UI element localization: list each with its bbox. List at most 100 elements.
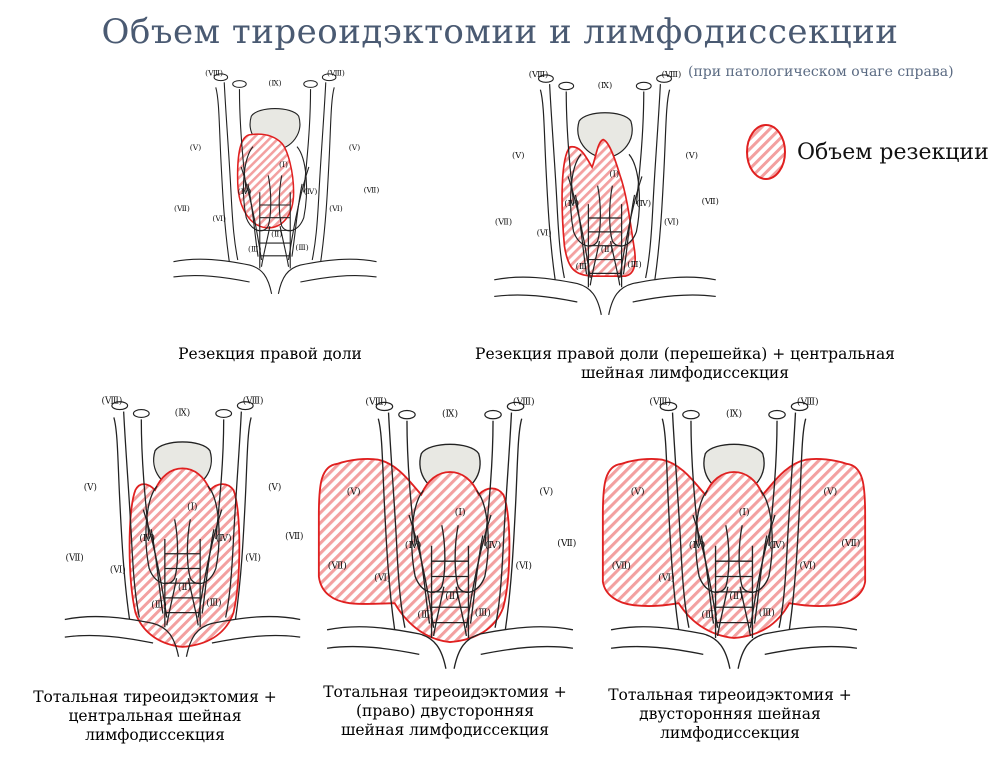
zone-label: (Ⅳ) bbox=[216, 533, 232, 544]
zone-label: (Ⅴ) bbox=[686, 150, 698, 160]
vessel-cap bbox=[506, 401, 525, 412]
zone-label: (Ⅴ) bbox=[347, 487, 361, 498]
diagram-total-right-lateral: (Ⅷ)(Ⅸ)(Ⅷ)(Ⅴ)(Ⅴ)(Ⅰ)(Ⅳ)(Ⅳ)(Ⅶ)(Ⅶ)(Ⅵ)(Ⅵ)(Ⅱ)(… bbox=[317, 396, 576, 669]
zone-label: (Ⅶ) bbox=[364, 185, 380, 194]
resection-area bbox=[317, 457, 511, 644]
zone-label: (Ⅲ) bbox=[701, 610, 717, 621]
vessel-cap bbox=[321, 73, 337, 82]
zone-label: (Ⅴ) bbox=[268, 482, 281, 493]
caption-total-right-lateral: Тотальная тиреоидэктомия + (право) двуст… bbox=[310, 683, 580, 740]
caption-total-bilateral: Тотальная тиреоидэктомия + двусторонняя … bbox=[595, 686, 865, 743]
anatomy-line bbox=[589, 240, 621, 286]
zone-label: (Ⅸ) bbox=[726, 409, 742, 420]
anatomy-line bbox=[716, 586, 752, 637]
anatomy-line bbox=[278, 146, 308, 232]
zone-label: (Ⅳ) bbox=[405, 540, 421, 551]
zone-label: (Ⅵ) bbox=[212, 214, 226, 223]
zone-label: (Ⅵ) bbox=[374, 573, 390, 584]
anatomy-line bbox=[610, 645, 858, 656]
vessel-cap bbox=[659, 401, 678, 412]
anatomy-line bbox=[247, 183, 303, 257]
zone-label: (Ⅲ) bbox=[576, 261, 590, 271]
zone-label: (Ⅴ) bbox=[84, 482, 97, 493]
anatomy-line bbox=[610, 626, 858, 669]
vessel-cap bbox=[132, 408, 150, 419]
zone-label: (Ⅰ) bbox=[455, 507, 466, 518]
zone-label: (Ⅸ) bbox=[598, 80, 612, 90]
anatomy-line bbox=[661, 418, 680, 630]
vessel-cap bbox=[232, 80, 247, 88]
zone-label: (Ⅵ) bbox=[516, 560, 532, 571]
zone-label: (Ⅶ) bbox=[495, 216, 512, 226]
anatomy-line bbox=[416, 535, 484, 624]
anatomy-line bbox=[788, 418, 807, 630]
caption-line: двусторонняя шейная bbox=[639, 705, 821, 723]
zone-label: (Ⅳ) bbox=[564, 198, 579, 208]
zone-label: (Ⅴ) bbox=[512, 150, 524, 160]
zone-label: (Ⅳ) bbox=[769, 540, 785, 551]
zone-label: (Ⅷ) bbox=[365, 396, 387, 407]
zone-label: (Ⅶ) bbox=[702, 196, 719, 206]
anatomy-line bbox=[64, 634, 301, 644]
anatomy-line bbox=[387, 412, 406, 628]
anatomy-line bbox=[326, 626, 574, 669]
caption-line: Резекция правой доли (перешейка) + центр… bbox=[475, 345, 895, 363]
zone-label: (Ⅷ) bbox=[327, 69, 345, 78]
legend-label: Объем резекции bbox=[797, 139, 989, 165]
zone-label: (Ⅳ) bbox=[238, 187, 252, 196]
zone-label: (Ⅸ) bbox=[175, 407, 190, 418]
zone-label: (Ⅱ) bbox=[271, 229, 282, 238]
anatomy-line bbox=[635, 91, 645, 205]
neck-anatomy: (Ⅷ)(Ⅸ)(Ⅷ)(Ⅴ)(Ⅴ)(Ⅰ)(Ⅳ)(Ⅳ)(Ⅶ)(Ⅶ)(Ⅵ)(Ⅵ)(Ⅱ)(… bbox=[173, 69, 379, 294]
zone-label: (Ⅷ) bbox=[102, 396, 123, 407]
page-subtitle: (при патологическом очаге справа) bbox=[688, 64, 954, 80]
zone-label: (Ⅵ) bbox=[658, 573, 674, 584]
zone-label: (Ⅶ) bbox=[285, 531, 303, 542]
caption-line: центральная шейная bbox=[68, 707, 242, 725]
vessel-cap bbox=[303, 80, 318, 88]
legend: Объем резекции bbox=[745, 122, 989, 182]
vessel-cap bbox=[656, 74, 673, 83]
diagram-right-lobe-central: (Ⅷ)(Ⅸ)(Ⅷ)(Ⅴ)(Ⅴ)(Ⅰ)(Ⅳ)(Ⅳ)(Ⅶ)(Ⅶ)(Ⅵ)(Ⅵ)(Ⅱ)(… bbox=[494, 69, 719, 316]
caption-right-lobe-central: Резекция правой доли (перешейка) + центр… bbox=[440, 345, 930, 383]
anatomy-line bbox=[494, 412, 513, 628]
neck-anatomy: (Ⅷ)(Ⅸ)(Ⅷ)(Ⅴ)(Ⅴ)(Ⅰ)(Ⅳ)(Ⅳ)(Ⅶ)(Ⅶ)(Ⅵ)(Ⅵ)(Ⅱ)(… bbox=[494, 69, 719, 316]
caption-line: (право) двусторонняя bbox=[355, 702, 535, 720]
zone-label: (Ⅷ) bbox=[529, 69, 549, 79]
zone-label: (Ⅶ) bbox=[557, 538, 576, 549]
anatomy-line bbox=[223, 82, 239, 261]
zone-label: (Ⅱ) bbox=[729, 591, 742, 602]
neck-anatomy: (Ⅷ)(Ⅸ)(Ⅷ)(Ⅴ)(Ⅴ)(Ⅰ)(Ⅳ)(Ⅳ)(Ⅶ)(Ⅶ)(Ⅵ)(Ⅵ)(Ⅱ)(… bbox=[317, 396, 576, 669]
resection-area bbox=[128, 467, 241, 648]
zone-label: (Ⅳ) bbox=[139, 533, 155, 544]
anatomy-line bbox=[645, 84, 661, 279]
caption-line: лимфодиссекция bbox=[660, 724, 800, 742]
anatomy-line bbox=[64, 615, 301, 657]
caption-line: Резекция правой доли bbox=[178, 345, 362, 363]
anatomy-line bbox=[778, 412, 797, 628]
vessel-cap bbox=[111, 401, 129, 411]
zone-label: (Ⅷ) bbox=[243, 396, 264, 407]
zone-label: (Ⅱ) bbox=[445, 591, 458, 602]
zone-label: (Ⅲ) bbox=[417, 610, 433, 621]
page-title: Объем тиреоидэктомии и лимфодиссекции bbox=[101, 12, 899, 52]
zone-label: (Ⅵ) bbox=[245, 553, 261, 564]
diagram-total-bilateral: (Ⅷ)(Ⅸ)(Ⅷ)(Ⅴ)(Ⅴ)(Ⅰ)(Ⅳ)(Ⅳ)(Ⅶ)(Ⅶ)(Ⅵ)(Ⅵ)(Ⅱ)(… bbox=[601, 396, 867, 669]
anatomy-line bbox=[431, 560, 469, 624]
zone-label: (Ⅴ) bbox=[190, 143, 201, 152]
vessel-cap bbox=[537, 74, 554, 83]
vessel-cap bbox=[236, 401, 254, 411]
anatomy-line bbox=[113, 417, 131, 620]
zone-label: (Ⅳ) bbox=[485, 540, 501, 551]
vessel-cap bbox=[768, 409, 786, 420]
vessel-cap bbox=[215, 408, 233, 419]
anatomy-line bbox=[326, 645, 574, 656]
zone-label: (Ⅴ) bbox=[539, 487, 553, 498]
legend-swatch bbox=[746, 124, 786, 180]
zone-label: (Ⅵ) bbox=[329, 204, 343, 213]
anatomy-line bbox=[320, 87, 335, 262]
zone-label: (Ⅶ) bbox=[174, 204, 190, 213]
zone-label: (Ⅶ) bbox=[65, 553, 83, 564]
zone-label: (Ⅵ) bbox=[800, 560, 816, 571]
zone-label: (Ⅶ) bbox=[612, 560, 631, 571]
